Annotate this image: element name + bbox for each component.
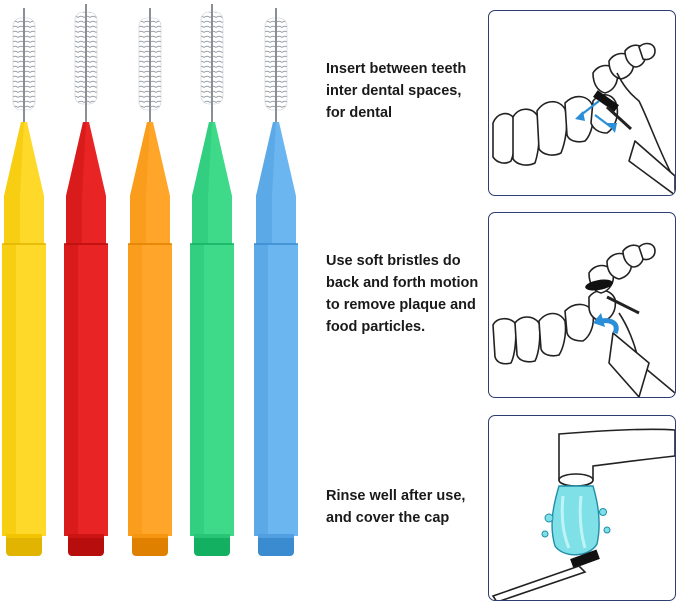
step-1-caption: Insert between teeth inter dental spaces…: [326, 61, 467, 121]
back-and-forth-motion-illustration: [488, 212, 676, 398]
brush-green: [190, 4, 234, 556]
step-3-caption: Rinse well after use, and cover the cap: [326, 488, 466, 526]
brush-yellow: [2, 8, 46, 556]
interdental-brushes: [2, 4, 298, 556]
insert-between-teeth-illustration: [488, 10, 676, 196]
rinse-under-tap-illustration: [488, 415, 676, 601]
brush-orange: [128, 8, 172, 556]
brush-red: [64, 4, 108, 556]
brush-blue: [254, 8, 298, 556]
step-2-caption: Use soft bristles do back and forth moti…: [326, 253, 479, 335]
